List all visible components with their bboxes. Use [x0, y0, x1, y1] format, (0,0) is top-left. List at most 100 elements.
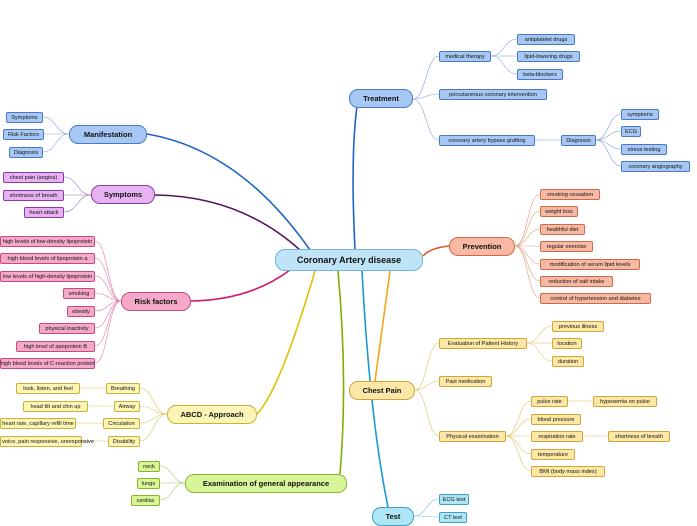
prevention-item[interactable]: healthful diet [540, 224, 585, 235]
diagnosis-coronary-angiography[interactable]: coronary angiography [621, 161, 690, 172]
examination-topic[interactable]: Examination of general appearance [185, 474, 347, 493]
prevention-item[interactable]: modification of serum lipid levels [540, 259, 640, 270]
prevention-item[interactable]: smoking cessation [540, 189, 600, 200]
exam-blood-pressure[interactable]: blood pressure [531, 414, 581, 425]
symptoms-topic[interactable]: Symptoms [91, 185, 155, 204]
exam-pulse-rate[interactable]: pulse rate [531, 396, 568, 407]
pulse-rate-detail[interactable]: hyposemia on pulse [593, 396, 657, 407]
risk-factors-topic[interactable]: Risk factors [121, 292, 191, 311]
exam-lungs[interactable]: lungs [137, 478, 160, 489]
connector [139, 413, 168, 424]
abcd-disability-detail[interactable]: alert, voice, pain responsive, unrespons… [0, 436, 94, 447]
connector [94, 275, 122, 302]
link-treatment [352, 98, 359, 250]
link-risk [190, 269, 291, 302]
diagnosis-stress-testing[interactable]: stress testing [621, 144, 667, 155]
prevention-item[interactable]: reduction of salt intake [540, 276, 613, 287]
antiplatelet-drugs[interactable]: antiplatelet drugs [517, 34, 575, 45]
connector [94, 257, 122, 302]
ecg-test[interactable]: ECG test [439, 494, 469, 505]
abcd-breathing[interactable]: Breathing [106, 383, 140, 394]
lipid-lowering-drugs[interactable]: lipid-lowering drugs [517, 51, 580, 62]
ct-test[interactable]: CT test [439, 512, 467, 523]
medical-therapy[interactable]: medical therapy [439, 51, 491, 62]
connector [514, 245, 541, 265]
connector [412, 55, 440, 100]
abcd-disability[interactable]: Disability [108, 436, 140, 447]
abcd-breathing-detail[interactable]: look, listen, and feel [16, 383, 80, 394]
connector [514, 228, 541, 247]
history-duration[interactable]: duration [552, 356, 584, 367]
diagnosis-ecg[interactable]: ECG [621, 126, 641, 137]
connector [414, 389, 440, 437]
test-topic[interactable]: Test [372, 507, 414, 526]
treatment-topic[interactable]: Treatment [349, 89, 413, 108]
abcd-circulation-detail[interactable]: heart rate, capillary refill time [0, 418, 76, 429]
connector [94, 292, 122, 302]
exam-bmi[interactable]: BMI (body mass index) [531, 466, 605, 477]
manifestation-diagnosis[interactable]: Diagnosis [9, 147, 43, 158]
prevention-topic[interactable]: Prevention [449, 237, 515, 256]
beta-blockers[interactable]: beta-blockers [517, 69, 563, 80]
connector [94, 300, 122, 364]
connector [414, 380, 440, 391]
risk-factor-item[interactable]: high levels of low-density lipoprotein [0, 236, 95, 247]
connector [526, 325, 553, 344]
exam-cardiac[interactable]: cardiac [131, 495, 160, 506]
risk-factor-item[interactable]: low levels of high-density lipoprotein [0, 271, 95, 282]
abcd-circulation[interactable]: Circulation [103, 418, 140, 429]
connector [42, 133, 70, 153]
link-test [361, 270, 389, 508]
abcd-airway-detail[interactable]: head tilt and chin up [23, 401, 88, 412]
exam-neck[interactable]: neck [138, 461, 160, 472]
coronary-artery-bypass-grafting[interactable]: coronary artery bypass grafting [439, 135, 535, 146]
history-location[interactable]: location [552, 338, 582, 349]
percutaneous-coronary-intervention[interactable]: percutaneous coronary intervention [439, 89, 547, 100]
central-topic[interactable]: Coronary Artery disease [275, 249, 423, 271]
symptom-chest-pain[interactable]: chest pain (angina) [3, 172, 64, 183]
connector [595, 139, 622, 167]
respiration-rate-detail[interactable]: shortness of breath [608, 431, 670, 442]
physical-examination[interactable]: Physical examination [439, 431, 506, 442]
connector [139, 387, 168, 415]
evaluation-of-patient-history[interactable]: Evaluation of Patient History [439, 338, 527, 349]
exam-respiration-rate[interactable]: respiration rate [531, 431, 583, 442]
connector [490, 55, 518, 75]
symptom-heart-attack[interactable]: heart attack [24, 207, 64, 218]
connector [159, 482, 186, 501]
risk-factor-item[interactable]: smoking [63, 288, 95, 299]
abcd-airway[interactable]: Airway [114, 401, 140, 412]
connector [505, 400, 532, 437]
connector [412, 93, 440, 100]
history-previous-illness[interactable]: previous illness [552, 321, 604, 332]
manifestation-risk-factors[interactable]: Risk Factors [3, 129, 44, 140]
connector [595, 139, 622, 150]
link-chestpain [374, 270, 391, 382]
connector [63, 194, 92, 213]
connector [139, 413, 168, 442]
connector [159, 465, 186, 484]
prevention-item[interactable]: control of hypertension and diabetes [540, 293, 651, 304]
link-manifestation [146, 133, 311, 251]
connector [505, 435, 532, 455]
treatment-diagnosis[interactable]: Diagnosis [561, 135, 596, 146]
connector [414, 342, 440, 391]
exam-temperature[interactable]: temperature [531, 449, 575, 460]
abcd-approach-topic[interactable]: ABCD - Approach [167, 405, 257, 424]
prevention-item[interactable]: regular exercise [540, 241, 593, 252]
chest-pain-topic[interactable]: Chest Pain [349, 381, 415, 400]
connector [514, 210, 541, 247]
symptom-shortness-of-breath[interactable]: shortness of breath [3, 190, 64, 201]
risk-factor-item[interactable]: high blood levels of C-reaction protein [0, 358, 95, 369]
past-medication[interactable]: Past medication [439, 376, 492, 387]
prevention-item[interactable]: weight loss [540, 206, 578, 217]
manifestation-symptoms[interactable]: Symptoms [6, 112, 43, 123]
link-symptoms [154, 194, 301, 251]
risk-factor-item[interactable]: physical inactivity [39, 323, 95, 334]
manifestation-topic[interactable]: Manifestation [69, 125, 147, 144]
risk-factor-item[interactable]: obesity [67, 306, 95, 317]
diagnosis-symptoms[interactable]: symptoms [621, 109, 659, 120]
risk-factor-item[interactable]: high level of apoprotein B [16, 341, 95, 352]
risk-factor-item[interactable]: high blood levels of lipoprotein a [0, 253, 95, 264]
